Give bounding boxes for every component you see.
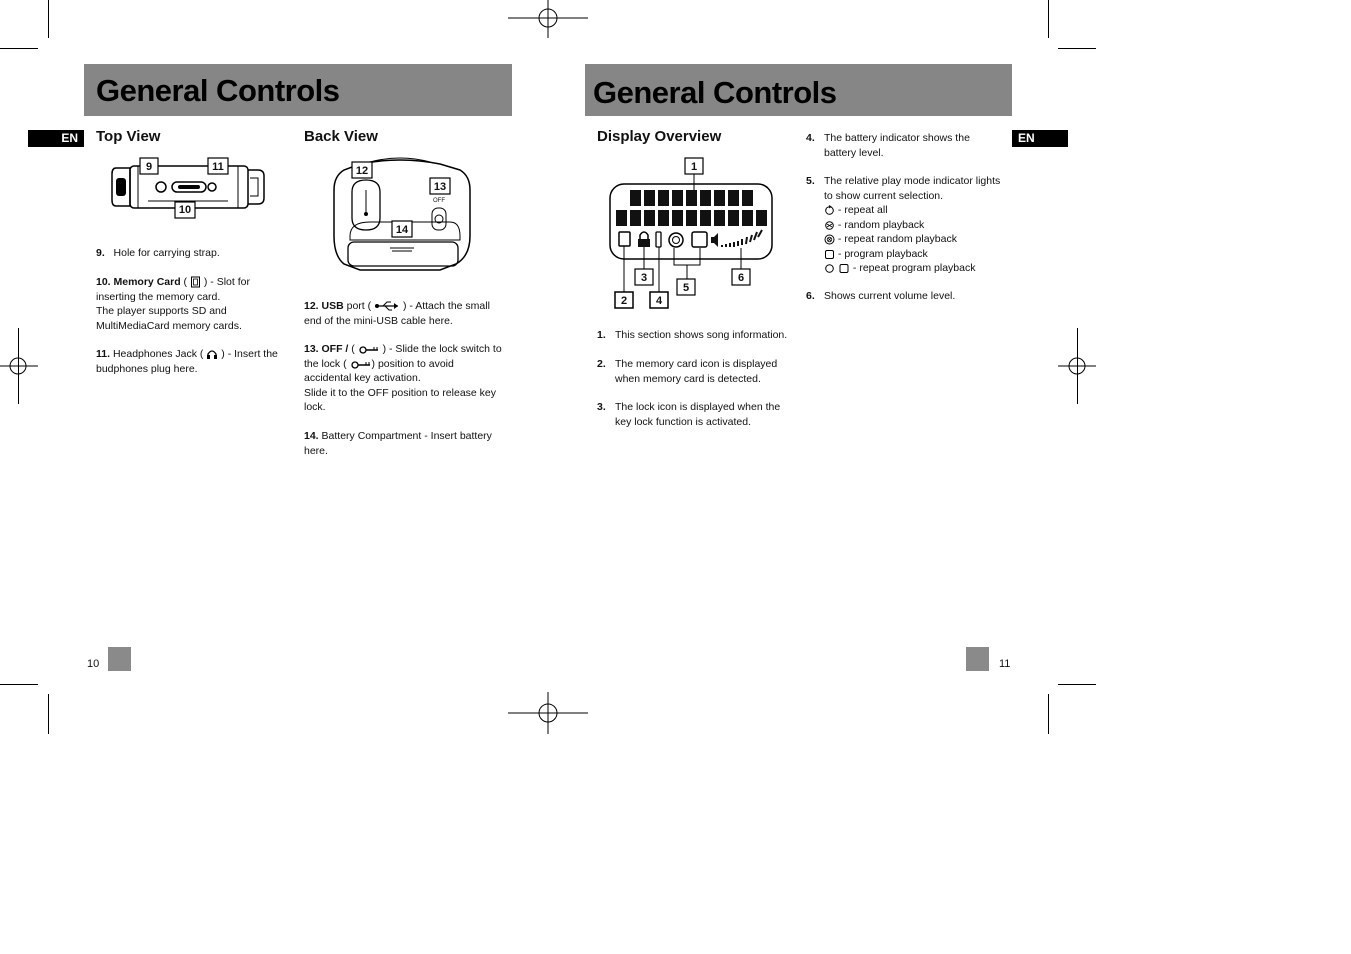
callout-12: 12	[355, 165, 369, 177]
item-number: 3.	[597, 401, 606, 413]
crop-mark	[48, 694, 49, 734]
list-item: - repeat program playback	[824, 261, 1024, 276]
list-item: - random playback	[824, 218, 1024, 233]
item-number: 13. OFF /	[304, 343, 349, 355]
callout-10: 10	[178, 204, 192, 216]
item-number: 12. USB	[304, 300, 344, 312]
crop-mark	[0, 684, 38, 685]
item-text: The battery indicator shows the battery …	[824, 132, 970, 159]
callout-3: 3	[640, 272, 648, 284]
list-item: 1. This section shows song information.	[597, 328, 792, 343]
section-heading-display-overview: Display Overview	[597, 128, 722, 145]
display-illustration	[609, 157, 773, 309]
list-item: 13. OFF / ( ) - Slide the lock switch to…	[304, 343, 502, 413]
list-item: - repeat all	[824, 203, 1024, 218]
crop-mark	[48, 0, 49, 38]
item-number: 1.	[597, 329, 606, 341]
page-title: General Controls	[593, 75, 837, 110]
page-marker	[108, 647, 131, 671]
item-number: 9.	[96, 247, 105, 259]
list-item: 3. The lock icon is displayed when the k…	[597, 400, 792, 430]
callout-9: 9	[145, 161, 153, 173]
section-heading-top-view: Top View	[96, 128, 161, 145]
repeat-icon	[825, 205, 834, 215]
page-number: 10	[87, 658, 100, 670]
item-number: 11.	[96, 348, 111, 360]
memory-card-icon	[190, 276, 200, 288]
item-number: 5.	[806, 175, 815, 187]
callout-11: 11	[212, 161, 224, 173]
list-item: 9. Hole for carrying strap.	[96, 246, 286, 261]
list-item: - repeat random playback	[824, 232, 1024, 247]
list-item: 5. The relative play mode indicator ligh…	[806, 174, 1006, 204]
callout-6: 6	[737, 272, 745, 284]
headphones-icon	[207, 350, 218, 359]
list-item: - program playback	[824, 247, 1024, 262]
callout-14: 14	[395, 224, 409, 236]
registration-mark	[508, 692, 588, 734]
registration-mark	[1058, 357, 1096, 375]
callout-5: 5	[682, 282, 690, 294]
crop-mark	[1058, 48, 1096, 49]
program-icon	[825, 249, 834, 259]
item-text: Shows current volume level.	[824, 290, 956, 302]
item-text: Hole for carrying strap.	[113, 247, 220, 259]
list-item: 2. The memory card icon is displayed whe…	[597, 357, 792, 387]
back-view-illustration	[333, 157, 471, 271]
item-number: 2.	[597, 358, 606, 370]
registration-mark	[508, 0, 588, 38]
list-item: 10. Memory Card ( ) - Slot for inserting…	[96, 276, 250, 332]
item-text: The relative play mode indicator lights …	[824, 175, 1001, 202]
usb-icon	[375, 301, 399, 311]
repeat-random-icon	[824, 234, 835, 245]
callout-2: 2	[620, 295, 628, 307]
list-item: 12. USB port ( ) - Attach the small end …	[304, 300, 490, 327]
crop-mark	[1048, 694, 1049, 734]
list-item: 11. Headphones Jack ( ) - Insert the bud…	[96, 348, 278, 375]
item-number: 6.	[806, 290, 815, 302]
callout-13: 13	[433, 181, 447, 193]
crop-mark	[1048, 0, 1049, 38]
lock-key-icon	[350, 360, 370, 369]
item-number: 4.	[806, 132, 815, 144]
repeat-program-icon	[825, 264, 849, 273]
top-view-illustration	[111, 157, 265, 219]
play-mode-list: - repeat all - random playback - repeat …	[824, 203, 1024, 276]
item-number: 14.	[304, 430, 319, 442]
page-title: General Controls	[96, 73, 340, 108]
callout-4: 4	[655, 295, 663, 307]
crop-mark	[0, 48, 38, 49]
language-tag: EN	[1012, 130, 1068, 147]
page-marker	[966, 647, 989, 671]
lock-key-icon	[359, 346, 378, 354]
item-text: The memory card icon is displayed when m…	[615, 358, 778, 385]
crop-mark	[1058, 684, 1096, 685]
language-tag: EN	[28, 130, 84, 147]
page-banner-left: General Controls	[84, 64, 512, 116]
callout-1: 1	[690, 161, 698, 173]
section-heading-back-view: Back View	[304, 128, 378, 145]
switch-label: OFF	[433, 198, 445, 204]
list-item: 4. The battery indicator shows the batte…	[806, 131, 1001, 161]
list-item: 14. Battery Compartment - Insert battery…	[304, 430, 492, 457]
item-text: The lock icon is displayed when the key …	[615, 401, 781, 428]
random-icon	[825, 220, 834, 230]
list-item: 6. Shows current volume level.	[806, 289, 1001, 304]
item-number: 10. Memory Card	[96, 276, 181, 288]
page-number: 11	[999, 658, 1011, 670]
page-banner-right: General Controls	[585, 64, 1012, 116]
item-text: This section shows song information.	[615, 329, 788, 341]
registration-mark	[0, 357, 38, 375]
